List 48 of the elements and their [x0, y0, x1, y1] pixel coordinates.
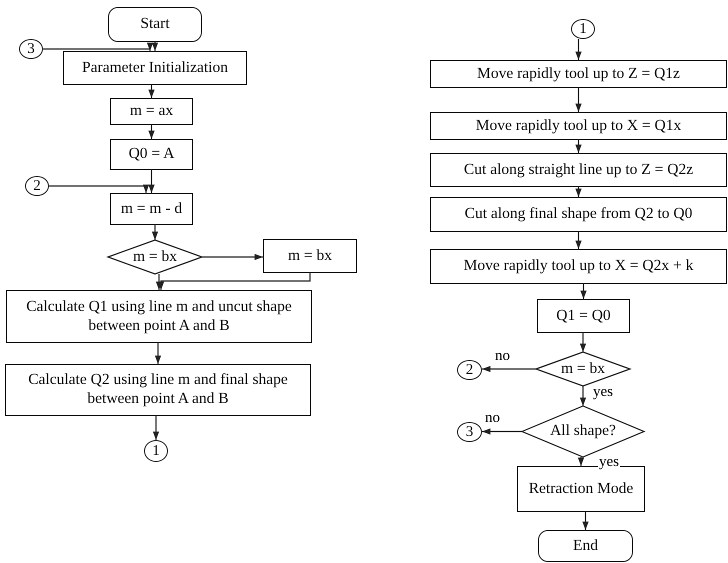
process-box: Move rapidly tool up to Z = Q1z: [430, 60, 727, 88]
arrow: [154, 343, 162, 364]
arrow: [575, 187, 582, 197]
connector-circle: 1: [571, 19, 595, 39]
arrow: [575, 140, 582, 153]
terminal-box: Start: [108, 7, 202, 42]
arrow: [148, 170, 155, 193]
process-box: Move rapidly tool up to X = Q2x + k: [430, 249, 727, 284]
decision-diamond: m = bx: [108, 240, 202, 274]
arrow: [148, 85, 155, 98]
arrow: [578, 457, 584, 466]
arrow: [580, 386, 586, 406]
arrow: [575, 39, 582, 60]
arrow: [156, 274, 162, 290]
process-box: Cut along straight line up to Z = Q2z: [430, 153, 727, 187]
arrow: [575, 88, 582, 112]
arrow: [148, 125, 155, 139]
arrow: [202, 254, 263, 260]
process-box: Move rapidly tool up to X = Q1x: [430, 112, 727, 140]
process-box: Cut along final shape from Q2 to Q0: [430, 197, 727, 232]
connector-circle: 2: [457, 360, 482, 380]
terminal-box: End: [538, 530, 633, 562]
arrow: [575, 232, 582, 249]
decision-diamond: m = bx: [536, 352, 630, 386]
connector-circle: 3: [19, 39, 43, 59]
arrow: [482, 366, 536, 372]
process-box: m = bx: [263, 239, 357, 273]
connector-circle: 2: [25, 176, 49, 196]
arrow: [580, 284, 587, 299]
arrow: [580, 333, 586, 352]
connector-circle: 1: [144, 440, 168, 462]
process-box: Q0 = A: [110, 139, 193, 170]
process-box: Parameter Initialization: [63, 51, 247, 85]
arrow: [152, 225, 158, 240]
decision-diamond: All shape?: [522, 406, 644, 457]
connector-circle: 3: [457, 422, 482, 442]
arrow: [482, 428, 522, 435]
arrow: [158, 273, 311, 290]
arrow: [152, 416, 160, 440]
process-box: Calculate Q1 using line m and uncut shape between point A and B: [6, 290, 312, 343]
process-box: Calculate Q2 using line m and final shape between point A and B: [5, 364, 311, 416]
arrow: [49, 184, 150, 193]
arrow: [582, 512, 589, 530]
process-box: m = ax: [110, 98, 193, 125]
process-box: Q1 = Q0: [537, 299, 630, 333]
process-box: m = m - d: [110, 193, 193, 225]
arrow: [43, 42, 154, 51]
arrow: [152, 42, 158, 51]
